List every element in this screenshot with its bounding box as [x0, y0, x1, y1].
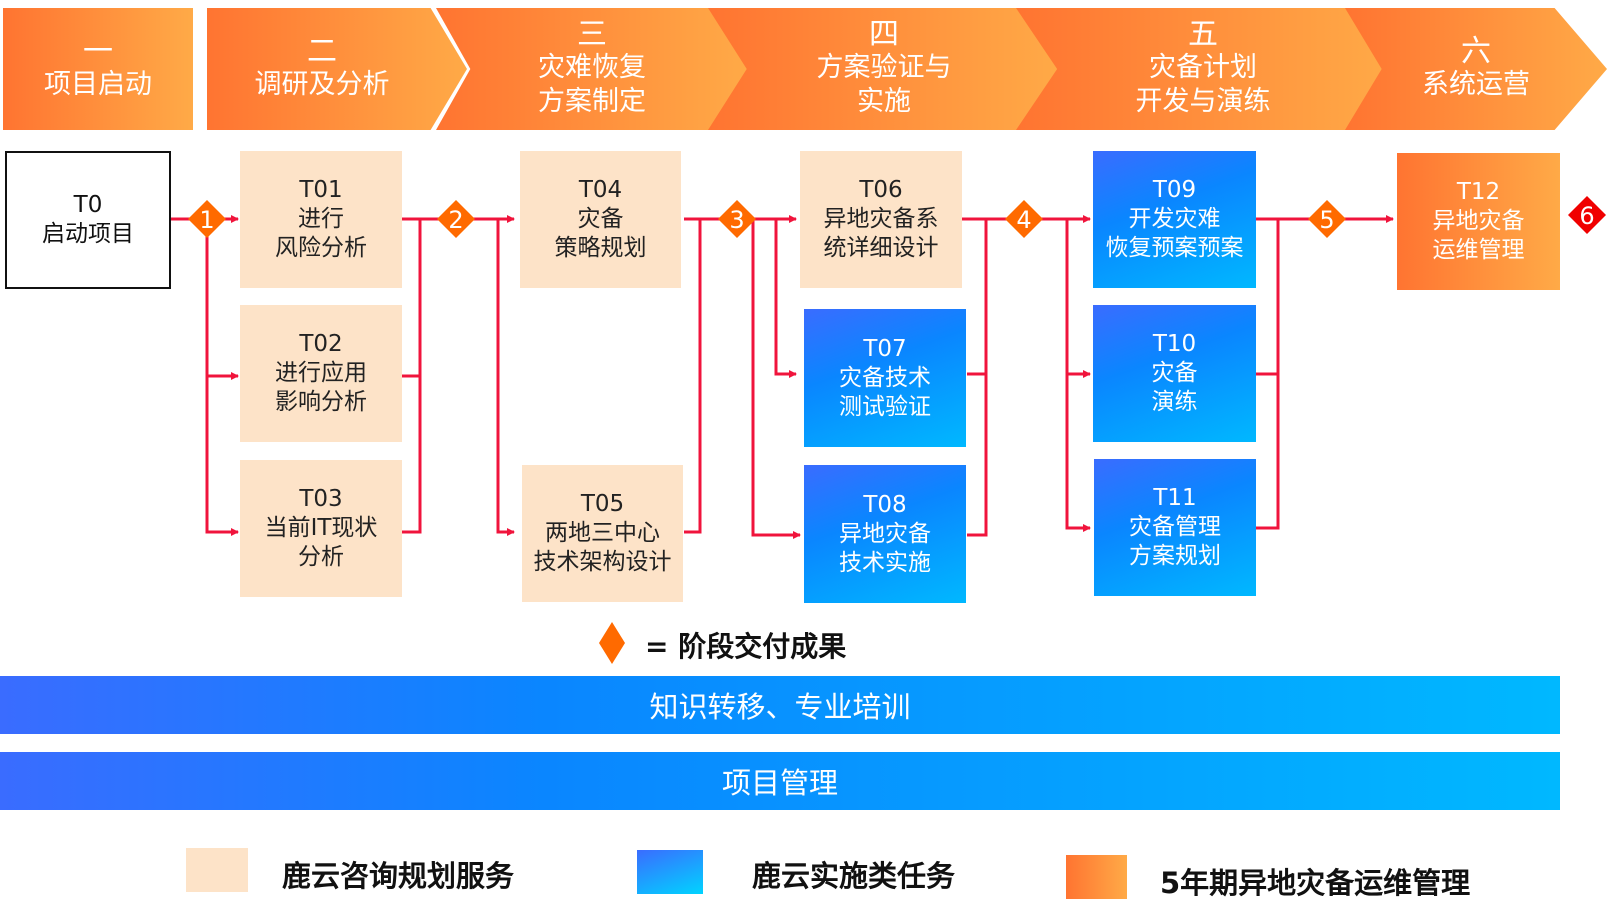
phase-number: 三 [577, 17, 607, 52]
connector-merge-5 [1255, 217, 1290, 530]
task-t02: T02 进行应用 影响分析 [240, 305, 402, 442]
phase-3: 三 灾难恢复 方案制定 [436, 8, 748, 130]
legend-label-impl: 鹿云实施类任务 [752, 859, 956, 893]
task-label: 开发灾难 恢复预案预案 [1105, 206, 1244, 261]
connector-3-t07 [774, 219, 797, 378]
phase-6: 六 系统运营 [1345, 8, 1607, 130]
task-t12: T12 异地灾备 运维管理 [1397, 153, 1560, 290]
task-id: T09 [1152, 177, 1197, 203]
task-t0: T0 启动项目 [5, 151, 171, 289]
task-t07: T07 灾备技术 测试验证 [804, 309, 966, 447]
phase-5: 五 灾备计划 开发与演练 [1016, 8, 1390, 130]
phase-number: 二 [307, 34, 337, 69]
task-id: T01 [299, 177, 343, 203]
task-label: 进行 风险分析 [275, 206, 367, 261]
phase-label: 项目启动 [44, 69, 152, 100]
project-management-band-label: 项目管理 [721, 766, 838, 800]
training-band-label: 知识转移、专业培训 [649, 690, 911, 724]
phase-label: 系统运营 [1422, 69, 1530, 100]
task-label: 灾备技术 测试验证 [839, 364, 931, 420]
phase-number: 五 [1188, 17, 1218, 52]
task-id: T07 [863, 335, 907, 362]
connector-4-t10 [1065, 219, 1091, 378]
phase-2: 二 调研及分析 [207, 8, 467, 130]
task-label: 灾备 演练 [1151, 360, 1198, 415]
task-t01: T01 进行 风险分析 [240, 151, 402, 288]
legend-label-consult: 鹿云咨询规划服务 [282, 859, 515, 893]
connector-2-t05 [496, 219, 515, 536]
task-label: 启动项目 [42, 221, 134, 247]
task-label: 两地三中心 技术架构设计 [533, 520, 672, 575]
phase-number: 六 [1461, 34, 1491, 69]
legend-label-ops: 5年期异地灾备运维管理 [1160, 866, 1471, 900]
connector-branch-1 [205, 219, 239, 536]
phase-label: 灾难恢复 方案制定 [538, 52, 646, 117]
task-t04: T04 灾备 策略规划 [520, 151, 681, 288]
legend-swatch-ops [1066, 855, 1127, 899]
task-id: T11 [1153, 485, 1197, 511]
task-id: T05 [580, 491, 625, 517]
task-t08: T08 异地灾备 技术实施 [804, 465, 966, 603]
task-id: T03 [299, 486, 343, 512]
task-label: 灾备管理 方案规划 [1129, 514, 1221, 569]
task-id: T06 [859, 177, 903, 203]
task-label: 当前IT现状 分析 [264, 515, 378, 570]
legend-swatch-impl [637, 850, 703, 894]
task-t10: T10 灾备 演练 [1093, 305, 1256, 442]
phase-number: 一 [83, 34, 113, 69]
task-id: T04 [578, 177, 623, 203]
task-t11: T11 灾备管理 方案规划 [1094, 459, 1256, 596]
phase-label: 灾备计划 开发与演练 [1135, 52, 1271, 117]
phase-1: 一 项目启动 [3, 8, 193, 130]
task-label: 异地灾备 技术实施 [839, 520, 931, 576]
task-id: T02 [299, 331, 343, 357]
task-label: 异地灾备系 统详细设计 [823, 206, 939, 261]
flow-connectors [170, 215, 1394, 539]
task-id: T0 [73, 192, 103, 218]
task-t06: T06 异地灾备系 统详细设计 [800, 151, 962, 288]
connector-merge-2 [401, 217, 440, 534]
phase-number: 四 [869, 17, 899, 52]
connector-merge-3 [684, 217, 720, 534]
connector-3-t08 [751, 219, 801, 539]
task-id: T08 [863, 491, 907, 518]
task-t05: T05 两地三中心 技术架构设计 [522, 465, 683, 602]
task-label: 进行应用 影响分析 [275, 360, 367, 415]
task-id: T12 [1456, 179, 1501, 205]
training-band: 知识转移、专业培训 [0, 676, 1560, 734]
task-label: 异地灾备 运维管理 [1432, 208, 1525, 263]
milestone-legend-text: = 阶段交付成果 [645, 630, 847, 663]
phase-label: 方案验证与 实施 [816, 52, 952, 117]
legend-swatch-consult [186, 848, 248, 892]
task-t09: T09 开发灾难 恢复预案预案 [1093, 151, 1256, 288]
phase-4: 四 方案验证与 实施 [708, 8, 1060, 130]
task-id: T10 [1152, 331, 1197, 357]
task-label: 灾备 策略规划 [554, 206, 647, 261]
milestone-legend-icon [599, 622, 625, 664]
connector-merge-4 [960, 217, 1010, 537]
phase-label: 调研及分析 [254, 69, 390, 100]
project-management-band: 项目管理 [0, 752, 1560, 810]
task-t03: T03 当前IT现状 分析 [240, 460, 402, 597]
connector-4-t11 [1065, 374, 1091, 532]
